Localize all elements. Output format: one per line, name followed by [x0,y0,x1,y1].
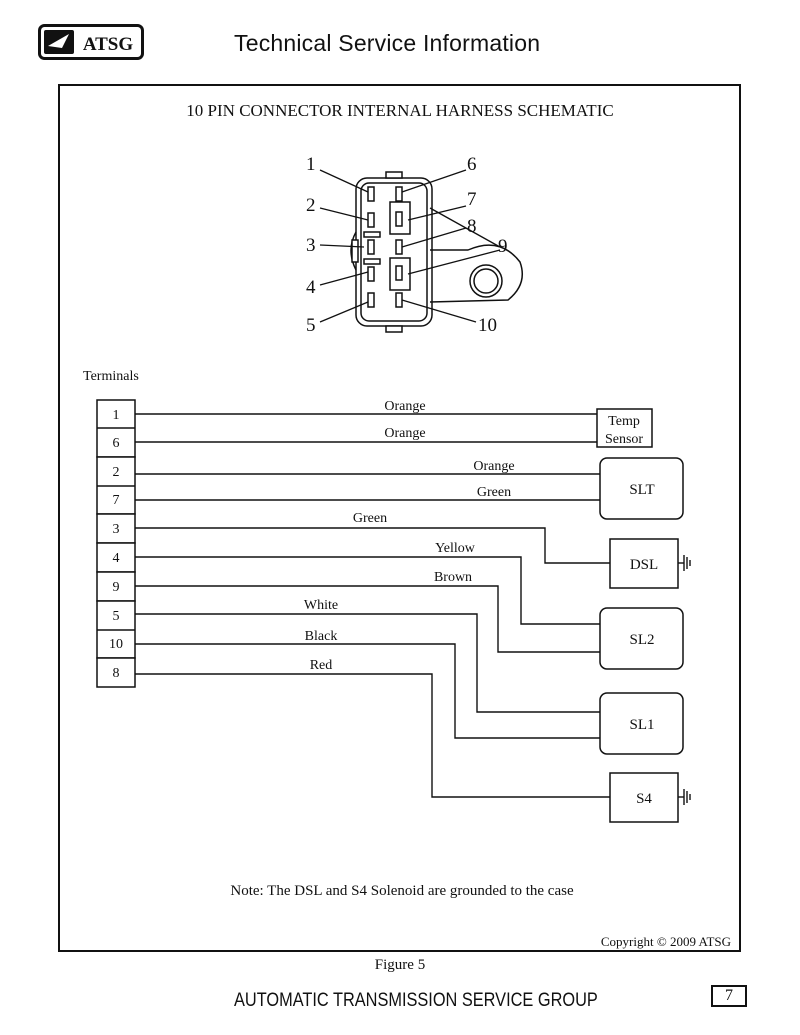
footer-organization: AUTOMATIC TRANSMISSION SERVICE GROUP [234,990,598,1011]
terminal-number: 9 [113,580,120,595]
page-number: 7 [711,985,747,1007]
wire-color-label: Green [353,511,387,526]
pin-label: 6 [467,154,477,175]
pin-label: 1 [306,154,316,175]
terminal-number: 5 [113,609,120,624]
terminal-number: 10 [109,637,123,652]
sl1-label: SL1 [629,717,654,733]
pin-label: 10 [478,315,497,336]
dsl-label: DSL [630,557,658,573]
pin-label: 5 [306,315,316,336]
connector-pin-labels: 1 2 3 4 5 6 7 8 9 10 [306,154,508,336]
pin-label: 7 [467,189,477,210]
diagram-title: 10 PIN CONNECTOR INTERNAL HARNESS SCHEMA… [186,101,613,120]
pin-label: 9 [498,236,508,257]
wire-color-label: Red [310,658,333,673]
wire-color-label: White [304,598,338,613]
wire-terminal-8 [135,673,610,798]
slt-box [599,457,684,520]
component-labels: Temp Sensor SLT DSL SL2 SL1 S4 [605,414,658,807]
wire-color-label: Orange [384,426,425,441]
terminal-numbers: 1 6 2 7 3 4 9 5 10 8 [109,408,123,681]
connector-leader-lines [319,169,501,323]
s4-box [609,772,679,823]
terminal-number: 1 [113,408,120,423]
ground-icon [678,789,691,805]
wire-terminal-3 [135,527,610,564]
atsg-logo: ATSG [38,24,144,60]
terminal-number: 2 [113,465,120,480]
pin-label: 8 [467,216,477,237]
pin-label: 4 [306,277,316,298]
copyright: Copyright © 2009 ATSG [601,934,731,949]
wire-terminal-4 [135,556,600,625]
wire-color-label: Orange [384,399,425,414]
pin-label: 3 [306,235,316,256]
components [596,408,684,823]
connector-drawing [350,171,523,333]
page-title: Technical Service Information [234,30,541,56]
temp-sensor-label: Temp [608,414,640,429]
slt-label: SLT [629,482,654,498]
logo-text: ATSG [83,34,134,55]
wire-color-label: Orange [473,459,514,474]
terminal-number: 3 [113,522,120,537]
temp-sensor-label: Sensor [605,432,643,447]
ground-note: Note: The DSL and S4 Solenoid are ground… [230,883,574,899]
wire-color-labels: Orange Orange Orange Green Green Yellow … [304,399,515,673]
diagram-frame [58,84,741,952]
terminal-number: 6 [113,436,120,451]
sl2-label: SL2 [629,632,654,648]
terminal-number: 8 [113,666,120,681]
terminal-number: 4 [113,551,120,566]
wire-terminal-9 [135,585,600,653]
sl1-box [599,692,684,755]
terminals-label: Terminals [83,369,139,384]
terminal-block [96,399,136,688]
temp-sensor-box [596,408,653,448]
wire-terminal-10 [135,643,600,739]
ground-icon [678,555,691,571]
wires [135,413,610,798]
terminal-number: 7 [113,493,120,508]
sl2-box [599,607,684,670]
s4-label: S4 [636,791,652,807]
wire-terminal-5 [135,613,600,713]
wire-color-label: Green [477,485,511,500]
wire-color-label: Yellow [435,541,476,556]
wire-color-label: Brown [434,570,472,585]
wire-color-label: Black [305,629,338,644]
pin-label: 2 [306,195,316,216]
figure-caption: Figure 5 [374,957,426,973]
